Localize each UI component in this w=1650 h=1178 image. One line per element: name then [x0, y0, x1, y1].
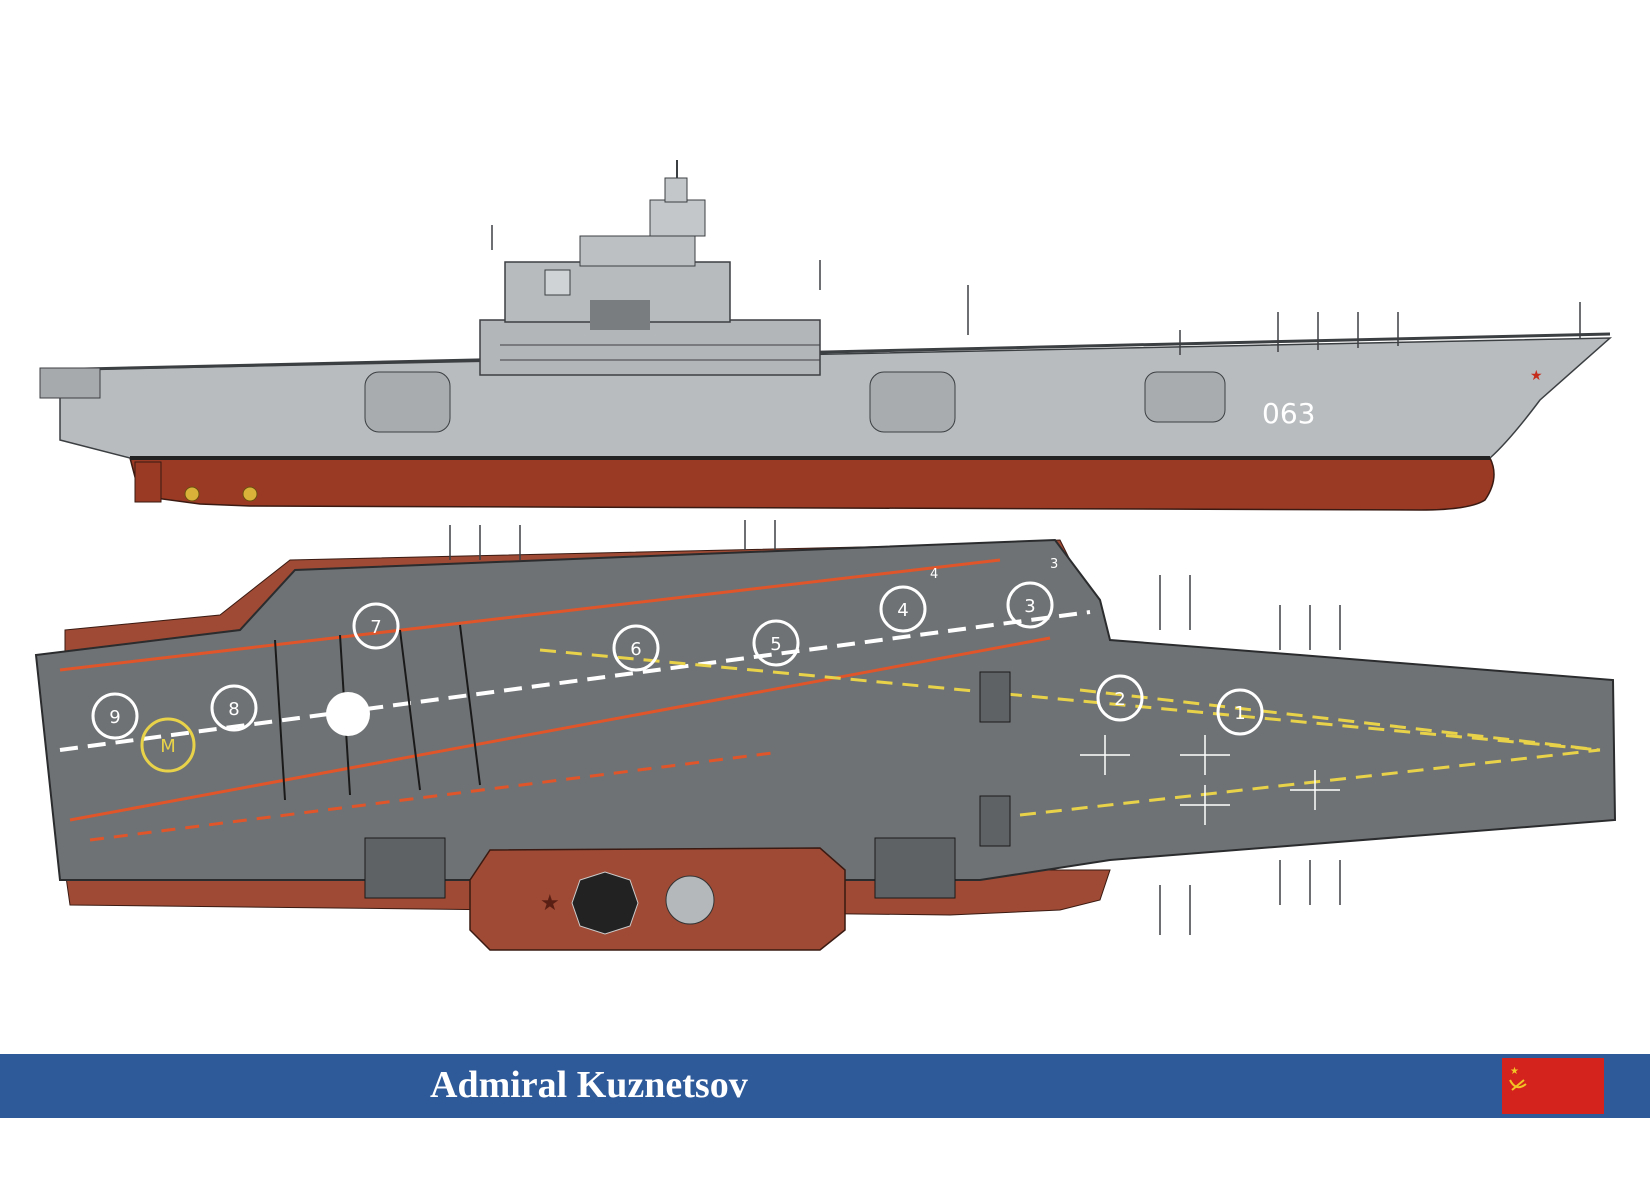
ship-illustration: ★ 063 [34, 160, 1617, 951]
sponson [1144, 371, 1226, 423]
plan-masts [449, 520, 1341, 935]
angled-deck-dashed [89, 750, 781, 842]
bow-star: ★ [1530, 367, 1543, 383]
hull-underwater [129, 457, 1495, 511]
spot-label: 2 [1114, 689, 1125, 710]
spot-label: 7 [370, 617, 381, 638]
angled-deck-line [59, 558, 1001, 672]
ship-name-title: Admiral Kuznetsov [430, 1064, 748, 1106]
rudder [134, 461, 162, 503]
propeller [184, 486, 200, 502]
helipad-circle [140, 717, 196, 773]
flight-deck [34, 538, 1617, 881]
spot-label: 1 [1234, 703, 1245, 724]
helipad-label: M [160, 736, 176, 757]
stern-gallery [39, 367, 101, 399]
side-profile-view: ★ 063 [39, 160, 1613, 511]
spot-label: 4 [897, 600, 908, 621]
aircraft-elevator [364, 837, 446, 899]
spot-label: 3 [1024, 596, 1035, 617]
deck-hatch [979, 795, 1011, 847]
hull-topside [59, 337, 1613, 459]
ussr-flag-icon: ★ [1502, 1058, 1604, 1114]
flight-deck-edge [39, 332, 1611, 372]
svg-text:★: ★ [1510, 1066, 1519, 1077]
island-radome [665, 875, 715, 925]
aircraft-elevator [874, 837, 956, 899]
spot-label: 8 [228, 699, 239, 720]
spot-label: 6 [630, 639, 641, 660]
launch-line-yellow [1019, 748, 1601, 817]
title-band: Admiral Kuznetsov ★ [0, 1054, 1650, 1118]
landing-spots: 1 2 3 4 5 6 7 8 9 [91, 581, 1264, 740]
island-radar-octagon [571, 871, 639, 935]
hull-number: 063 [1262, 397, 1315, 430]
propeller [242, 486, 258, 502]
hammer-sickle-icon: ★ [1509, 1066, 1527, 1091]
deck-hatch [979, 671, 1011, 723]
deck-crosshairs [1080, 735, 1340, 825]
spot-label: 9 [109, 707, 120, 728]
top-down-view: ★ 1 2 3 4 5 6 7 8 9 M 4 3 [34, 520, 1617, 951]
launch-line-yellow [539, 648, 1601, 752]
deck-masts [491, 225, 1581, 355]
deck-round-marker [326, 692, 370, 736]
island-superstructure [479, 160, 821, 376]
spot-label: 5 [770, 634, 781, 655]
angled-deck-line [69, 636, 1051, 822]
sponson [869, 371, 956, 433]
deck-small-label: 3 [1050, 557, 1058, 572]
island-plan [469, 847, 846, 951]
deck-small-label: 4 [930, 567, 938, 582]
island-star: ★ [540, 890, 560, 915]
sponson [364, 371, 451, 433]
centerline-marking [59, 610, 1091, 752]
launch-line-yellow [1079, 688, 1601, 752]
